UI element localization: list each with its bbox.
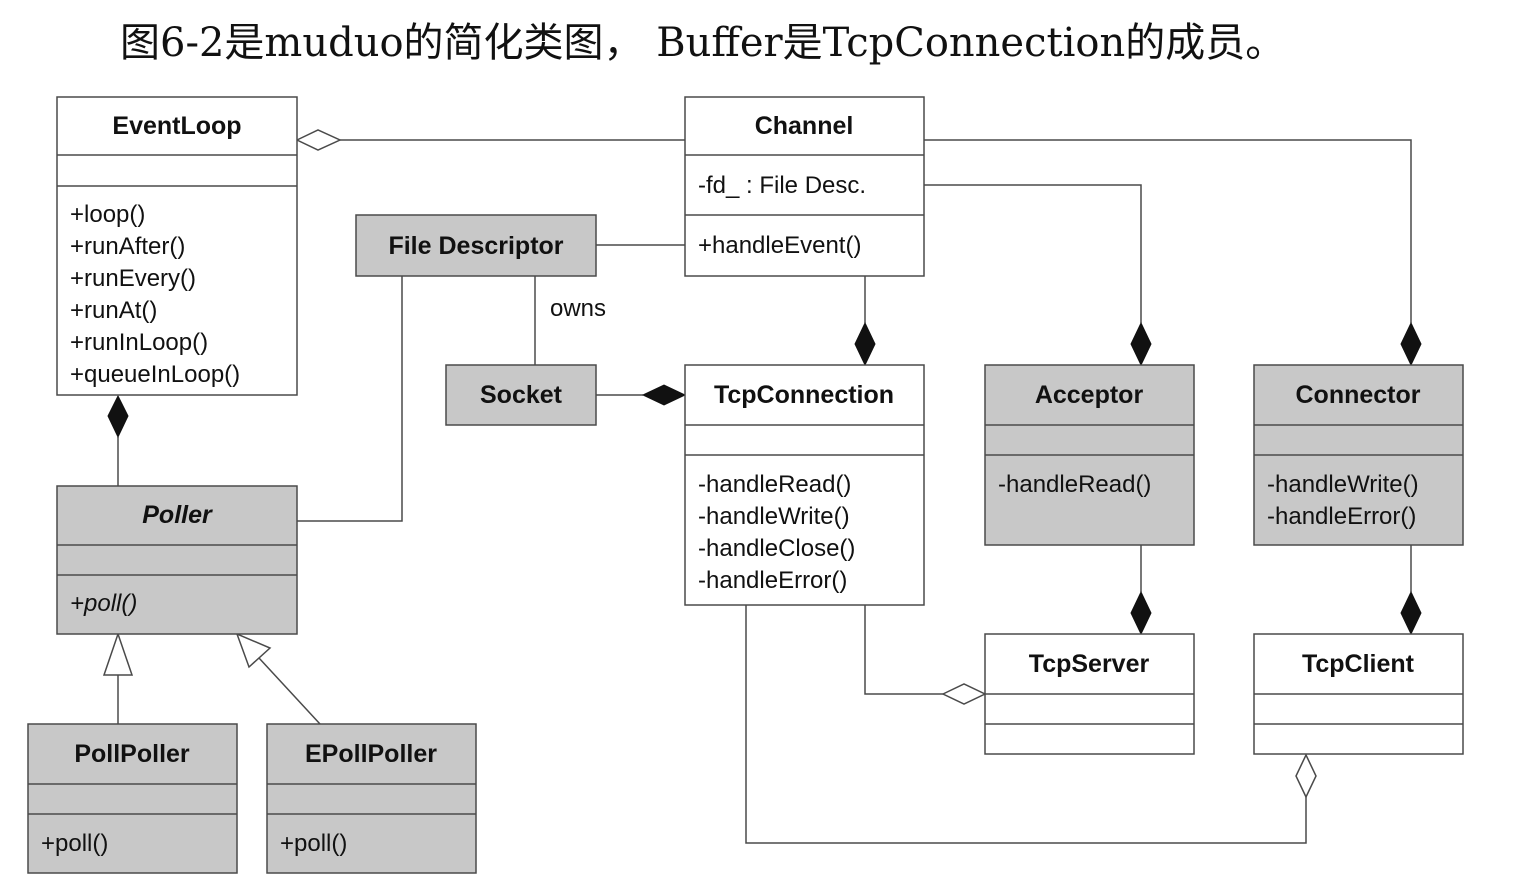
- method: +runAfter(): [70, 233, 185, 260]
- class-name: Poller: [142, 501, 213, 529]
- composition-diamond-tcpconnection-socket: [641, 384, 687, 406]
- class-name: EPollPoller: [305, 740, 437, 768]
- edge-tcpconnection-tcpserver: [864, 605, 943, 695]
- composition-diamond-tcpconnection-channel: [854, 321, 876, 367]
- class-tcpconnection: TcpConnection -handleRead() -handleWrite…: [684, 364, 925, 606]
- method: -handleError(): [698, 567, 847, 594]
- attribute: -fd_ : File Desc.: [698, 172, 866, 199]
- method: +loop(): [70, 201, 145, 228]
- generalization-arrow-pollpoller: [102, 631, 134, 676]
- generalization-arrow-epollpoller: [235, 632, 272, 669]
- class-socket: Socket: [445, 364, 597, 426]
- aggregation-diamond-tcpclient: [1295, 753, 1317, 799]
- edge-filedesc-poller: [297, 276, 403, 522]
- class-name: File Descriptor: [388, 232, 563, 260]
- method: -handleWrite(): [1267, 471, 1419, 498]
- method: +runEvery(): [70, 265, 196, 292]
- composition-diamond-connector: [1400, 321, 1422, 367]
- method: -handleError(): [1267, 503, 1416, 530]
- class-name: PollPoller: [74, 740, 190, 768]
- method: +runAt(): [70, 297, 157, 324]
- method: -handleRead(): [998, 471, 1151, 498]
- edge-channel-connector: [924, 139, 1412, 323]
- method: -handleRead(): [698, 471, 851, 498]
- class-name: TcpServer: [1029, 650, 1150, 678]
- composition-diamond-tcpserver: [1130, 590, 1152, 636]
- class-name: EventLoop: [112, 112, 241, 140]
- class-name: Channel: [755, 112, 854, 140]
- edge-epollpoller-poller: [258, 657, 321, 725]
- method: +runInLoop(): [70, 329, 208, 356]
- method: +handleEvent(): [698, 232, 861, 259]
- figure-caption: 图6-2是muduo的简化类图， Buffer是TcpConnection的成员…: [120, 20, 1286, 66]
- class-eventloop: EventLoop +loop() +runAfter() +runEvery(…: [56, 96, 298, 396]
- edge-tcpconnection-tcpclient: [745, 605, 1307, 844]
- aggregation-diamond-tcpserver: [941, 683, 987, 705]
- class-connector: Connector -handleWrite() -handleError(): [1253, 364, 1464, 546]
- relations: owns: [102, 129, 1422, 844]
- class-name: Socket: [480, 381, 563, 409]
- method: -handleClose(): [698, 535, 855, 562]
- method: +poll(): [70, 590, 137, 617]
- owns-label: owns: [550, 295, 606, 322]
- class-pollpoller: PollPoller +poll(): [27, 723, 238, 874]
- method: +queueInLoop(): [70, 361, 240, 388]
- class-name: TcpConnection: [714, 381, 894, 409]
- method: +poll(): [41, 830, 108, 857]
- class-tcpclient: TcpClient: [1253, 633, 1464, 755]
- class-epollpoller: EPollPoller +poll(): [266, 723, 477, 874]
- aggregation-diamond-eventloop: [295, 129, 342, 151]
- class-tcpserver: TcpServer: [984, 633, 1195, 755]
- class-poller: Poller +poll(): [56, 485, 298, 635]
- class-channel: Channel -fd_ : File Desc. +handleEvent(): [684, 96, 925, 277]
- composition-diamond-tcpclient: [1400, 590, 1422, 636]
- composition-diamond-acceptor: [1130, 321, 1152, 367]
- composition-diamond-eventloop: [107, 394, 129, 439]
- method: -handleWrite(): [698, 503, 850, 530]
- class-file-descriptor: File Descriptor: [355, 214, 597, 277]
- class-name: Acceptor: [1035, 381, 1144, 409]
- class-name: TcpClient: [1302, 650, 1415, 678]
- method: +poll(): [280, 830, 347, 857]
- class-name: Connector: [1296, 381, 1421, 409]
- edge-channel-acceptor: [924, 184, 1142, 323]
- class-acceptor: Acceptor -handleRead(): [984, 364, 1195, 546]
